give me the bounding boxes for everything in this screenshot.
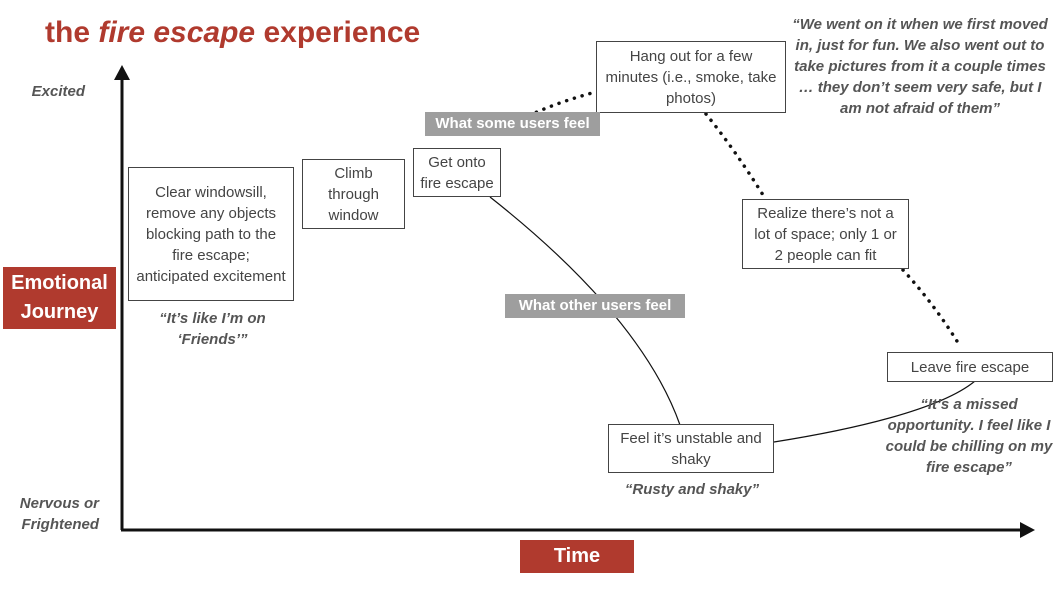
x-axis-title: Time <box>520 540 634 573</box>
quote-just-for-fun: “We went on it when we first moved in, j… <box>792 16 1048 117</box>
x-axis-arrow <box>1020 522 1035 538</box>
step-climb-window: Climb through window <box>302 159 405 229</box>
step-realize-space: Realize there’s not a lot of space; only… <box>742 199 909 269</box>
step-hang-out: Hang out for a few minutes (i.e., smoke,… <box>596 41 786 113</box>
y-axis-bottom-label: Nervous or Frightened <box>19 495 99 533</box>
quote-rusty-and-shaky: “Rusty and shaky” <box>624 481 760 498</box>
y-axis-top-label: Excited <box>31 83 85 100</box>
step-feel-unstable: Feel it’s unstable and shaky <box>608 424 774 473</box>
some-users-tag: What some users feel <box>425 112 600 136</box>
step-clear-windowsill: Clear windowsill, remove any objects blo… <box>128 167 294 301</box>
some-users-path-fall2 <box>901 268 962 348</box>
y-axis-arrow <box>114 65 130 80</box>
y-axis-title: Emotional Journey <box>3 267 116 329</box>
step-leave-fire-escape: Leave fire escape <box>887 352 1053 382</box>
other-users-tag: What other users feel <box>505 294 685 318</box>
other-users-path-rise <box>773 380 976 443</box>
quote-friends: “It’s like I’m on ‘Friends’” <box>159 310 266 348</box>
quote-missed-opportunity: “It’s a missed opportunity. I feel like … <box>885 396 1053 476</box>
page-title: the fire escape experience <box>45 16 421 49</box>
some-users-path-fall1 <box>704 112 765 197</box>
step-get-onto-fire-escape: Get onto fire escape <box>413 148 501 197</box>
